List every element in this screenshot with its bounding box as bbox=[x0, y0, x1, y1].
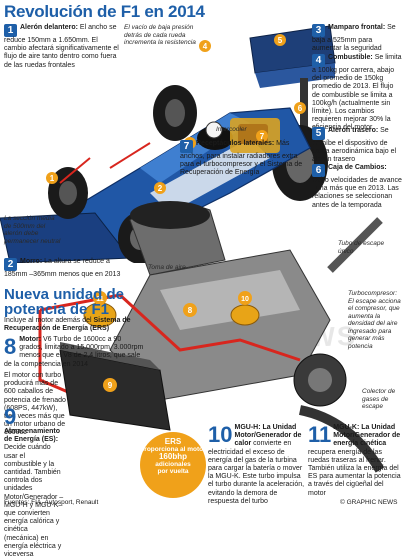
item-number: 3 bbox=[312, 24, 325, 37]
page-title: Revolución de F1 en 2014 bbox=[4, 2, 205, 21]
svg-text:1: 1 bbox=[50, 174, 55, 183]
engine-illustration: 8 9 10 11 bbox=[38, 201, 385, 473]
car-marker-7: 7 bbox=[256, 130, 268, 142]
item-number-large: 9 bbox=[4, 404, 17, 429]
caption-nose-section: La sección media de 500mm del alerón deb… bbox=[4, 215, 61, 245]
caption-turbo: Turbocompresor: El escape acciona el com… bbox=[348, 290, 401, 350]
engine-marker-11: 11 bbox=[93, 291, 107, 305]
engine-power-note: El motor con turbo producirá más de 600 … bbox=[4, 372, 66, 437]
svg-text:5: 5 bbox=[278, 36, 283, 45]
ers-badge: ERS proporciona al motor 160bhp adiciona… bbox=[140, 432, 206, 498]
caption-intercooler: Intercooler bbox=[216, 126, 247, 133]
item-number: 6 bbox=[312, 164, 325, 177]
item-number: 1 bbox=[4, 24, 17, 37]
item-number: 7 bbox=[180, 140, 193, 153]
svg-text:7: 7 bbox=[260, 132, 265, 141]
item-number-large: 8 bbox=[4, 334, 17, 359]
item-number: 4 bbox=[312, 54, 325, 67]
caption-exhaust: Tubo de escape único bbox=[338, 240, 385, 255]
engine-intro: Incluye al motor además del Sistema de R… bbox=[4, 317, 131, 333]
svg-text:10: 10 bbox=[241, 296, 249, 303]
car-marker-6: 6 bbox=[294, 102, 306, 114]
svg-text:6: 6 bbox=[298, 104, 303, 113]
item-number-large: 11 bbox=[308, 422, 332, 447]
svg-text:4: 4 bbox=[203, 42, 208, 51]
engine-marker-9: 9 bbox=[103, 378, 117, 392]
svg-text:11: 11 bbox=[96, 296, 104, 303]
car-marker-1: 1 bbox=[46, 172, 58, 184]
section-title-engine: Nueva unidad de potencia de F1 bbox=[4, 286, 125, 318]
caption-collector: Colector de gases de escape bbox=[362, 388, 396, 410]
item-number: 2 bbox=[4, 258, 17, 271]
footer-sources: Fuentes: FIA, Autosport, Renault bbox=[4, 499, 99, 506]
engine-marker-8: 8 bbox=[183, 303, 197, 317]
car-marker-4: 4 bbox=[199, 40, 211, 52]
footer-copyright: © GRAPHIC NEWS bbox=[340, 499, 398, 506]
item-number: 5 bbox=[312, 127, 325, 140]
caption-air-intake: Toma de aire bbox=[148, 264, 186, 271]
svg-text:8: 8 bbox=[188, 306, 193, 315]
svg-text:9: 9 bbox=[108, 381, 113, 390]
engine-marker-10: 10 bbox=[238, 291, 252, 305]
caption-vacuum: El vacío de baja presión detrás de cada … bbox=[124, 24, 196, 46]
car-marker-2: 2 bbox=[154, 182, 166, 194]
car-marker-5: 5 bbox=[274, 34, 286, 46]
svg-text:2: 2 bbox=[158, 184, 163, 193]
item-number-large: 10 bbox=[208, 422, 233, 447]
